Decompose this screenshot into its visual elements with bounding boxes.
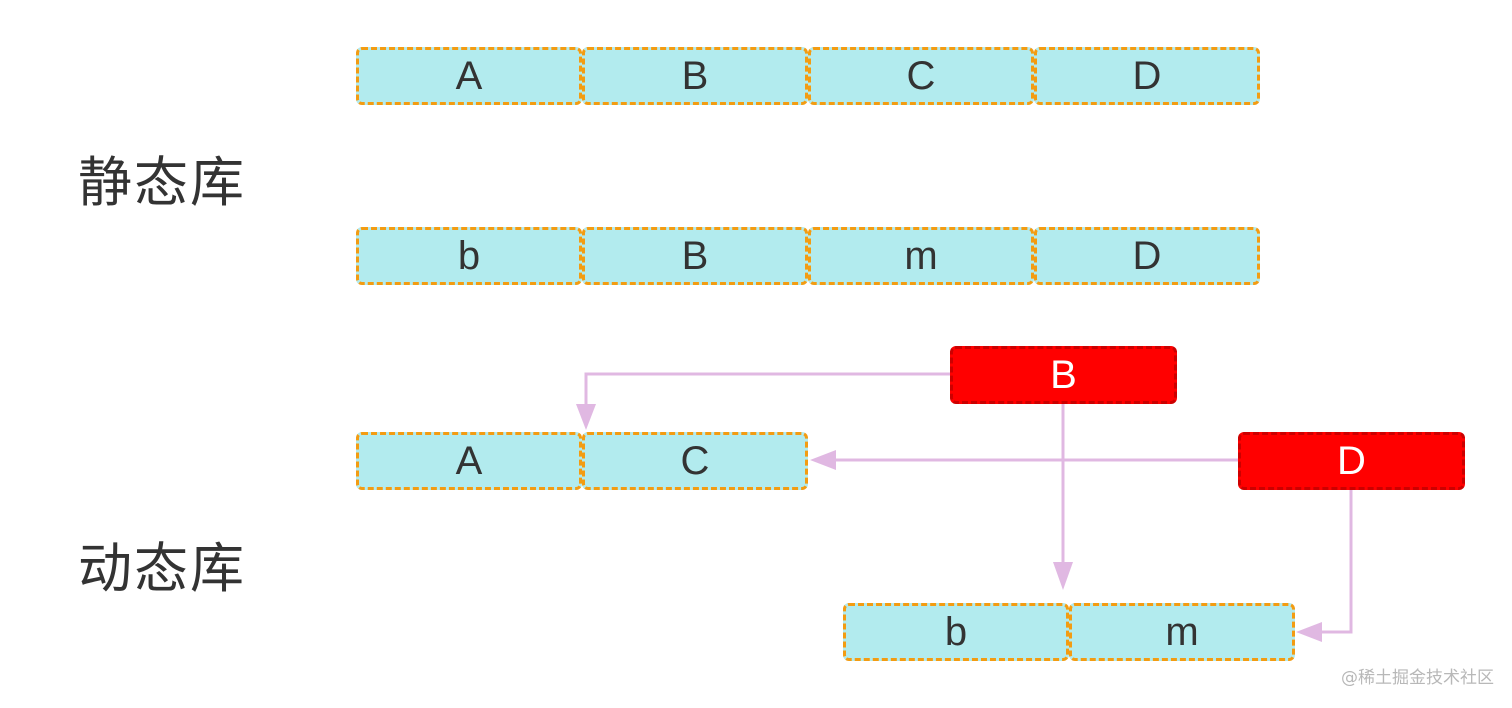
dynamic-row2-cell-m: m — [1069, 603, 1295, 661]
dynamic-row2-cell-b: b — [843, 603, 1069, 661]
arrowhead-c — [810, 450, 836, 470]
arrowhead-m — [1296, 622, 1322, 642]
dynamic-library-label: 动态库 — [78, 537, 246, 600]
watermark: @稀土掘金技术社区 — [1341, 668, 1494, 688]
static-row2-cell-b-lower: b — [356, 227, 582, 285]
dynamic-red-block-d: D — [1238, 432, 1465, 490]
arrowhead-a — [576, 404, 596, 430]
static-row2-cell-d: D — [1034, 227, 1260, 285]
static-row1-cell-a: A — [356, 47, 582, 105]
dynamic-row1-cell-c: C — [582, 432, 808, 490]
static-row1-cell-d: D — [1034, 47, 1260, 105]
static-row2-cell-b: B — [582, 227, 808, 285]
static-row2-cell-m: m — [808, 227, 1034, 285]
arrowhead-b-lower — [1053, 562, 1073, 590]
dynamic-row1-cell-a: A — [356, 432, 582, 490]
arrow-d-to-m — [1316, 489, 1353, 634]
dynamic-red-block-b: B — [950, 346, 1177, 404]
static-library-label: 静态库 — [78, 151, 246, 214]
arrow-b-to-a — [584, 372, 950, 418]
static-row1-cell-b: B — [582, 47, 808, 105]
static-row1-cell-c: C — [808, 47, 1034, 105]
